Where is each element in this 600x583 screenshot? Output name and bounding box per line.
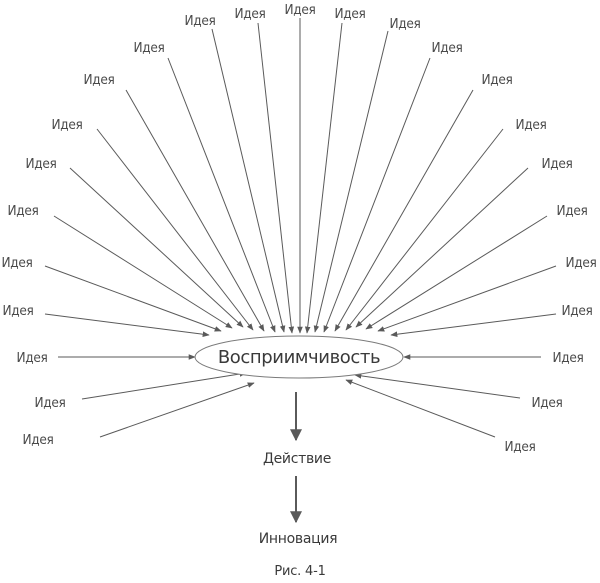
figure-caption: Рис. 4-1 [274,564,325,579]
idea-label: Идея [184,13,215,29]
idea-labels: ИдеяИдеяИдеяИдеяИдеяИдеяИдеяИдеяИдеяИдея… [1,2,596,455]
idea-label: Идея [7,203,38,219]
center-label: Восприимчивость [218,347,380,368]
idea-label: Идея [565,255,596,271]
idea-label: Идея [25,156,56,172]
idea-label: Идея [504,439,535,455]
idea-arrow [44,265,222,332]
idea-arrow [96,128,254,331]
idea-arrow [304,22,343,334]
idea-arrow [69,167,244,328]
idea-label: Идея [34,395,65,411]
idea-arrow [44,313,210,337]
idea-label: Идея [334,6,365,22]
idea-label: Идея [234,6,265,22]
center-ellipse [194,335,404,379]
idea-label: Идея [51,117,82,133]
idea-label: Идея [389,16,420,32]
idea-label: Идея [515,117,546,133]
idea-arrow [53,215,233,329]
idea-label: Идея [481,72,512,88]
idea-arrow [355,167,529,328]
idea-arrow [257,22,295,334]
idea-arrow [125,89,265,332]
idea-arrow [365,215,548,330]
idea-arrow [377,265,557,332]
idea-label: Идея [552,350,583,366]
innovation-label: Инновация [259,531,338,547]
idea-arrow [345,128,504,331]
idea-label: Идея [16,350,47,366]
idea-arrow [313,30,389,333]
idea-label: Идея [2,303,33,319]
idea-arrow [211,28,286,333]
idea-arrow [167,57,276,333]
idea-label: Идея [541,156,572,172]
idea-label: Идея [556,203,587,219]
idea-arrow [81,371,247,400]
idea-arrow [323,57,431,333]
idea-arrows [44,18,557,438]
idea-label: Идея [22,432,53,448]
idea-label: Идея [531,395,562,411]
idea-arrow [354,373,521,399]
idea-label: Идея [83,72,114,88]
idea-label: Идея [133,40,164,56]
idea-label: Идея [431,40,462,56]
idea-label: Идея [284,2,315,18]
action-label: Действие [263,451,331,467]
idea-arrow [390,313,557,337]
idea-arrow [99,382,255,438]
idea-label: Идея [561,303,592,319]
idea-label: Идея [1,255,32,271]
idea-arrow [345,379,496,438]
idea-arrow [334,89,474,332]
